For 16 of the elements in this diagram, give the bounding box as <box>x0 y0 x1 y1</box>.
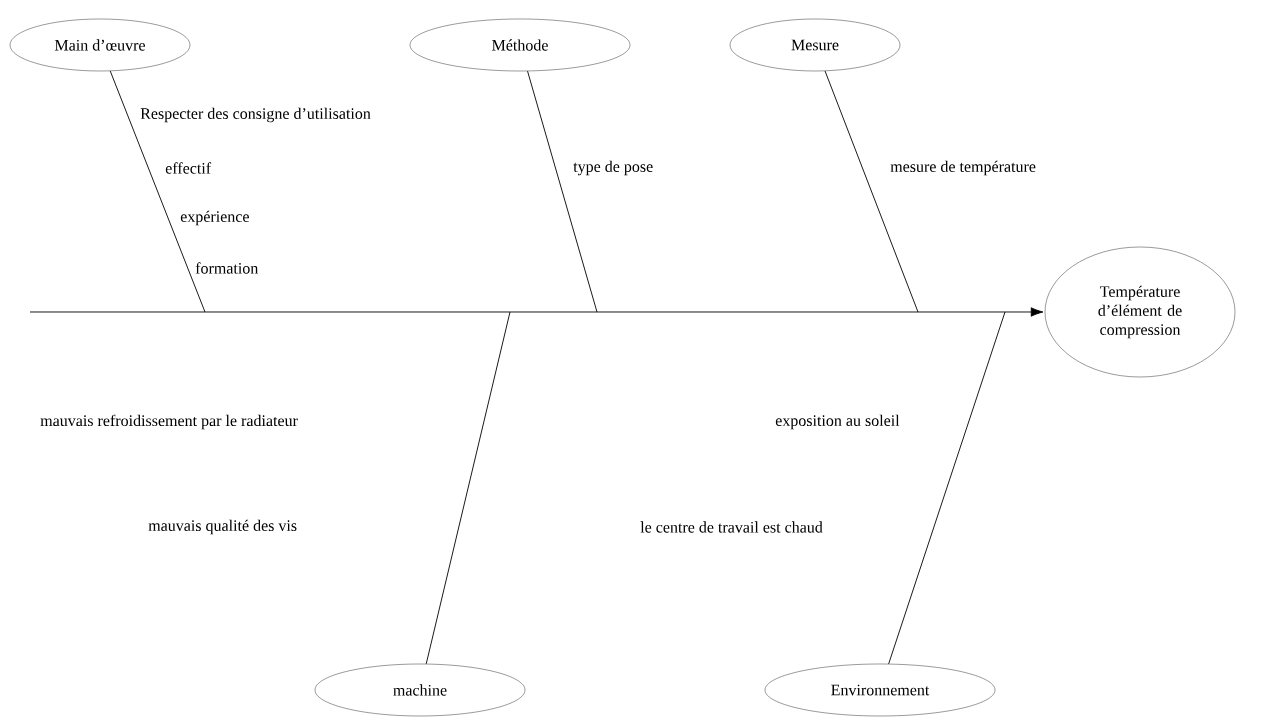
cause-label: expérience <box>180 210 249 226</box>
cause-label: exposition au soleil <box>775 414 900 430</box>
cause-label: effectif <box>165 162 212 174</box>
cause-label: mauvais refroidissement par le radiateur <box>40 414 298 430</box>
branch-line <box>888 311 1006 665</box>
cause-label: mesure de température <box>890 160 1036 176</box>
branch-line <box>109 70 206 313</box>
cause-label: type de pose <box>573 160 653 176</box>
branch-line <box>527 70 598 313</box>
cause-label: mauvais qualité des vis <box>148 519 297 535</box>
spine-arrow <box>29 307 1044 317</box>
cause-label: le centre de travail est chaud <box>640 521 823 533</box>
cause-label: formation <box>195 262 259 274</box>
cause-label: Respecter des consigne d’utilisation <box>140 107 371 123</box>
branch-line <box>425 311 511 665</box>
branch-line <box>824 70 919 313</box>
